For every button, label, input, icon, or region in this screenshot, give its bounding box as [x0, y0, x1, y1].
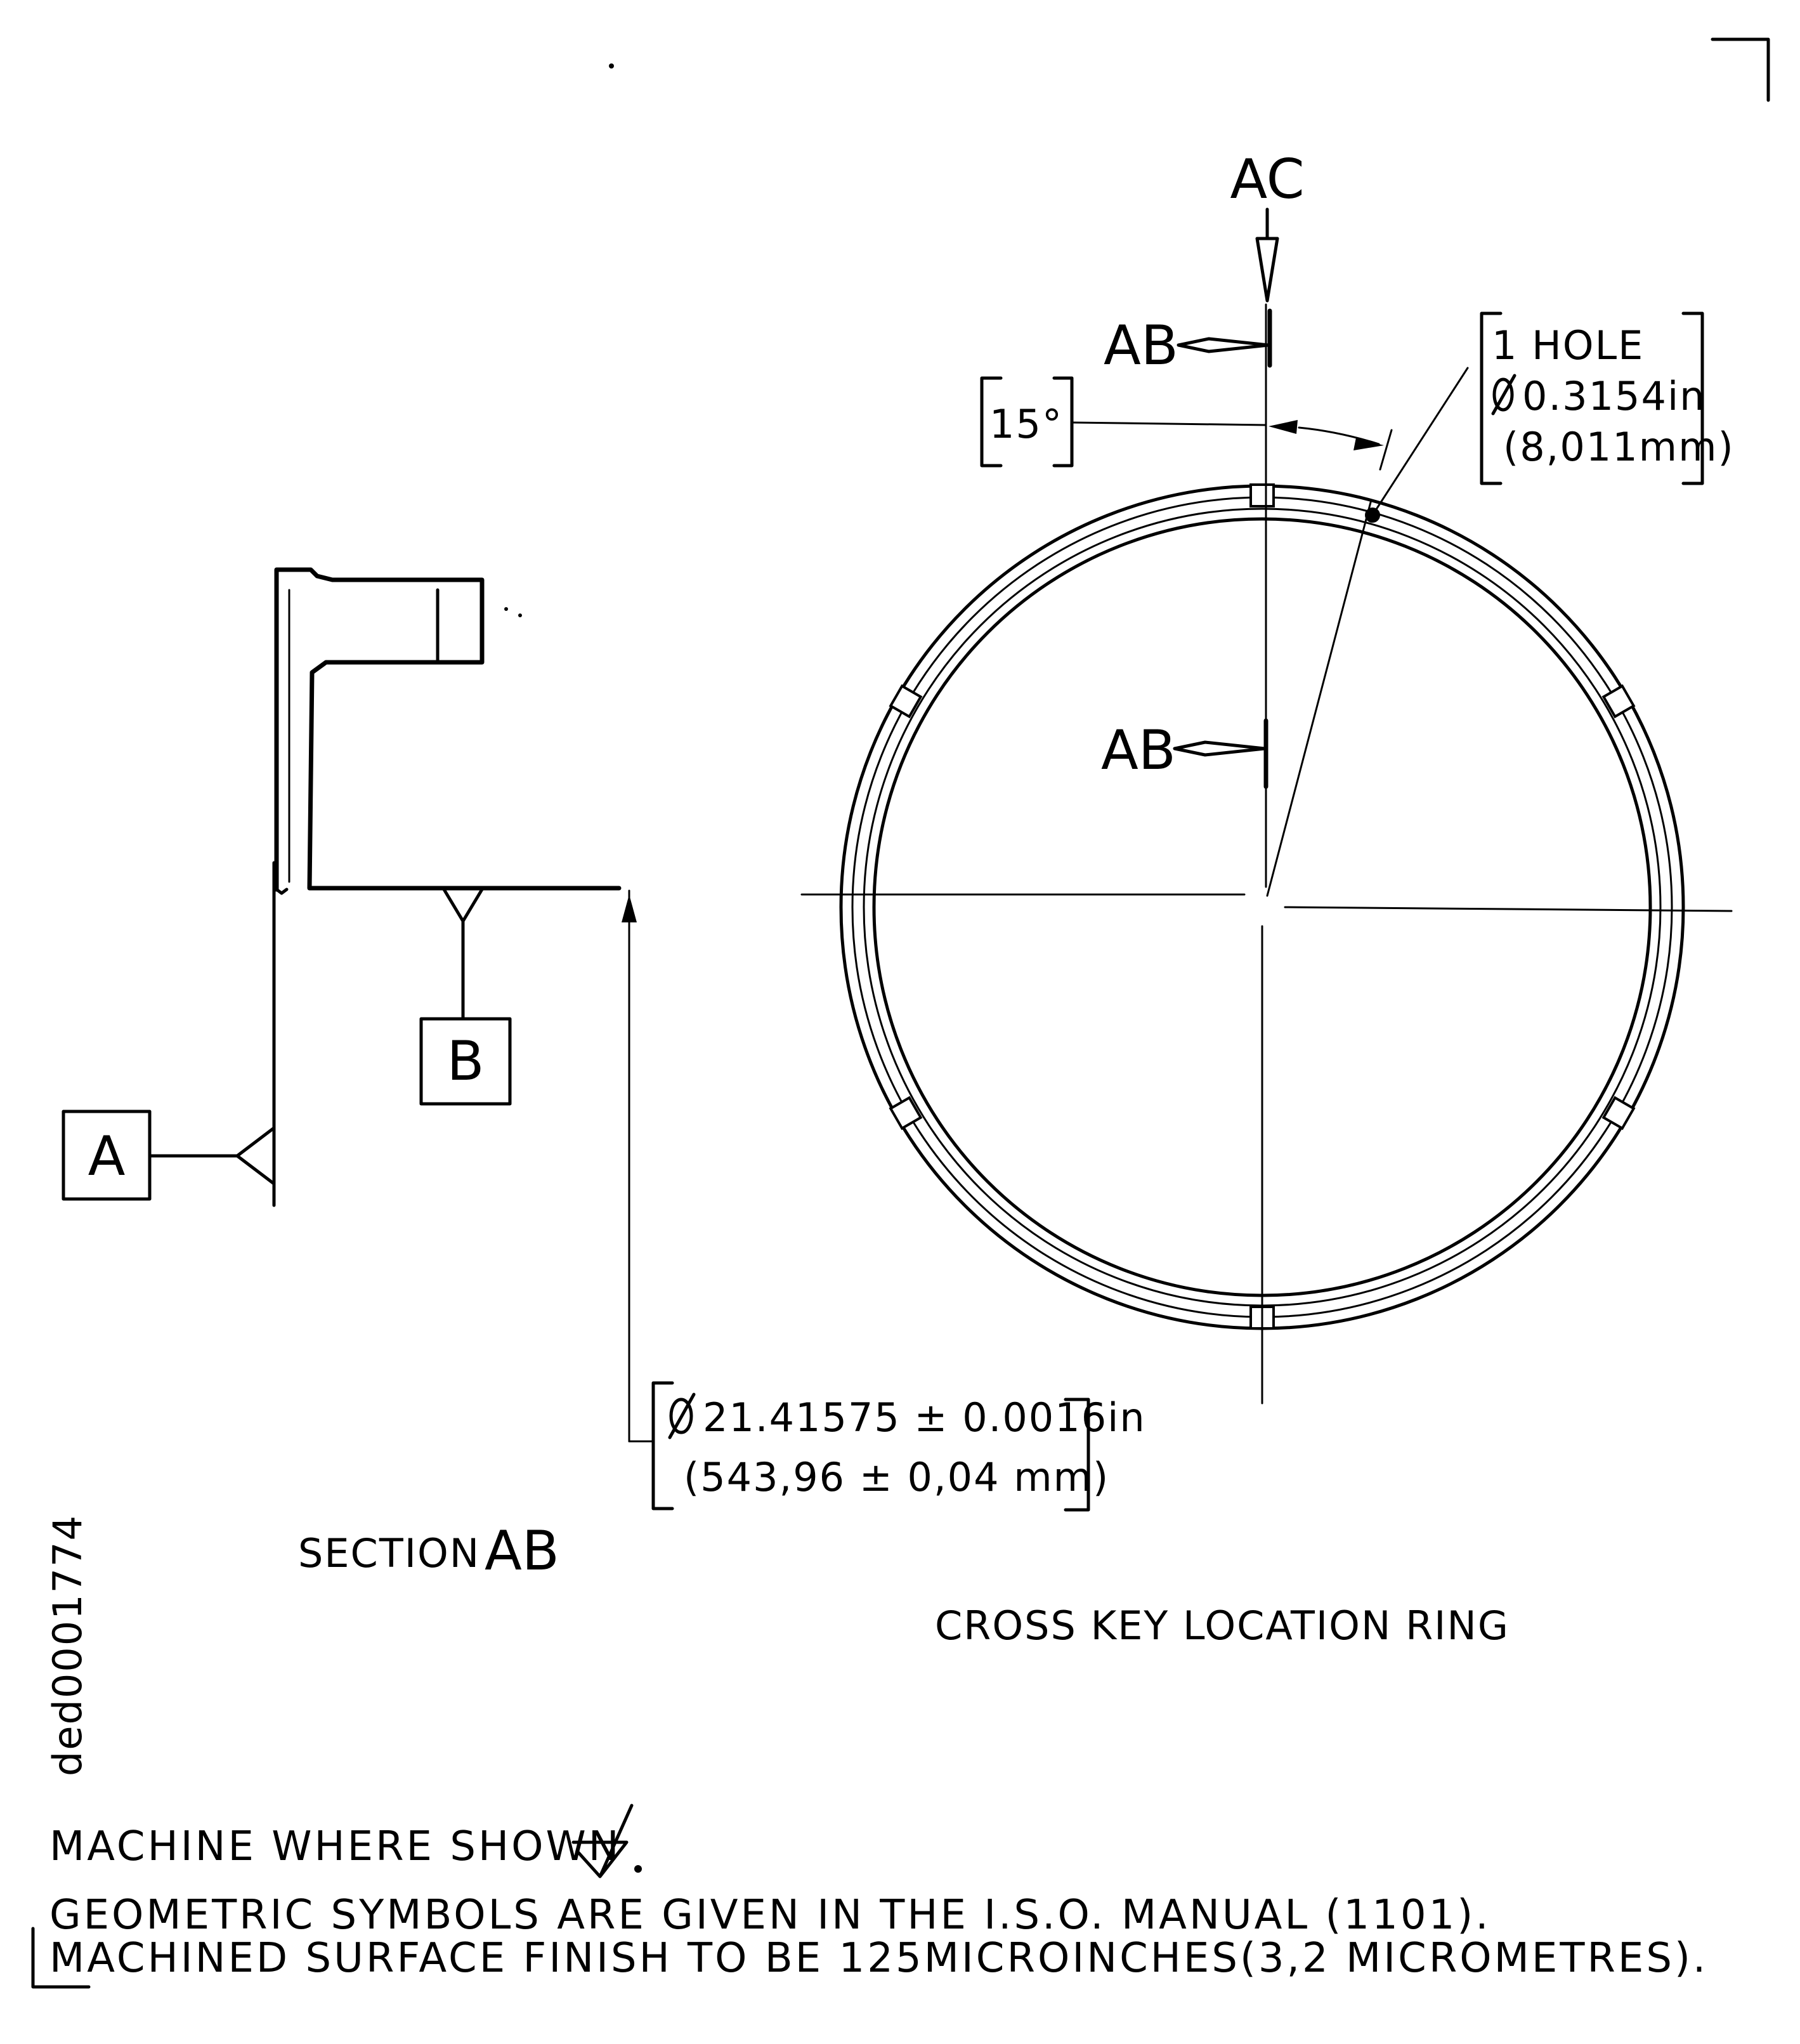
diameter-symbol-icon [1491, 374, 1516, 416]
hole-callout-diameter-mm: (8,011mm) [1503, 424, 1735, 470]
hole-callout-diameter-inch: 0.3154in [1522, 373, 1705, 419]
cutting-plane-upper: AB [1104, 308, 1272, 377]
section-label-ab-lower: AB [1101, 719, 1176, 782]
section-label-ac: AC [1230, 148, 1304, 211]
stray-mark [518, 613, 522, 617]
ring-view [800, 303, 1733, 1405]
datum-b-symbol: B [419, 888, 512, 1106]
drawing-id: ded0001774 [44, 1514, 91, 1776]
section-arrow-ac: AC [1230, 148, 1305, 303]
section-label-ab-upper: AB [1104, 314, 1178, 377]
view-title: CROSS KEY LOCATION RING [935, 1602, 1510, 1649]
section-title-prefix: SECTION [298, 1530, 480, 1576]
stray-mark [504, 607, 508, 611]
frame-corner-top-right [1711, 37, 1770, 102]
angle-callout: 15° [980, 376, 1393, 471]
section-ab-profile [274, 567, 622, 895]
section-title: SECTION AB [298, 1519, 559, 1583]
datum-b-label: B [447, 1030, 485, 1093]
diameter-callout: 21.41575 ± 0.0016in (543,96 ± 0,04 mm) [651, 1381, 1146, 1512]
datum-a-label: A [88, 1125, 126, 1188]
section-title-id: AB [485, 1519, 559, 1583]
hole-callout-count: 1 HOLE [1492, 322, 1644, 369]
note-1: MACHINE WHERE SHOWN [49, 1823, 622, 1870]
diameter-callout-mm: (543,96 ± 0,04 mm) [684, 1454, 1109, 1500]
drawing-notes: MACHINE WHERE SHOWN GEOMETRIC SYMBOLS AR… [49, 1804, 1708, 1982]
datum-a-symbol: A [62, 861, 276, 1207]
note-3: MACHINED SURFACE FINISH TO BE 125MICROIN… [49, 1935, 1708, 1982]
diameter-callout-inch: 21.41575 ± 0.0016in [703, 1394, 1146, 1441]
frame-corner-bottom-left [31, 1927, 91, 1989]
note-2: GEOMETRIC SYMBOLS ARE GIVEN IN THE I.S.O… [49, 1892, 1491, 1939]
angle-callout-value: 15° [989, 401, 1063, 447]
stray-mark [609, 63, 614, 69]
diameter-dimension-line [622, 889, 655, 1443]
machining-symbol-icon [571, 1804, 642, 1878]
diameter-symbol-icon [668, 1392, 696, 1439]
cutting-plane-lower: AB [1101, 718, 1268, 789]
hole-callout: 1 HOLE 0.3154in (8,011mm) [1480, 311, 1735, 485]
